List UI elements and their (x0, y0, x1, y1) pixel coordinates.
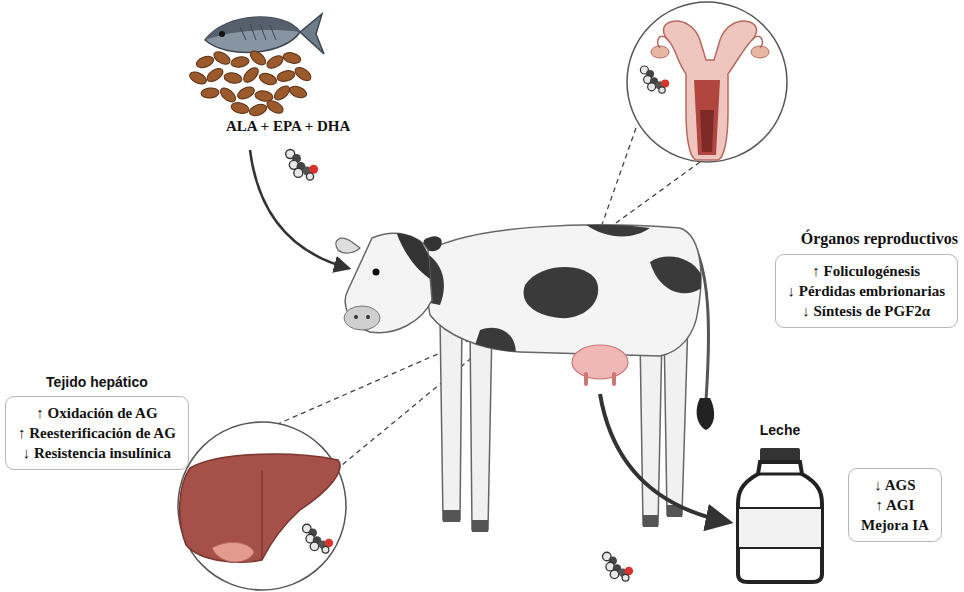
jug-shape (730, 444, 830, 584)
liver-inset (178, 422, 346, 590)
cow (336, 220, 714, 532)
box-line: ↓ Pérdidas embrionarias (788, 281, 946, 301)
milk-box: ↓ AGS↑ AGIMejora IA (848, 468, 942, 542)
liver-box: Tejido hepático ↑ Oxidación de AG↑ Reeste… (5, 374, 189, 470)
text-box: ↓ AGS↑ AGIMejora IA (848, 468, 942, 542)
box-heading: Leche (730, 422, 830, 438)
text-box: ↑ Oxidación de AG↑ Reesterificación de A… (5, 396, 189, 470)
nutrient-label: ALA + EPA + DHA (226, 118, 350, 135)
jug-holder (730, 444, 830, 588)
box-line: ↓ AGS (861, 475, 929, 495)
fish-and-seeds (188, 14, 324, 118)
milk-jug: Leche (730, 422, 830, 588)
box-line: ↑ Foliculogénesis (788, 261, 946, 281)
box-line: ↑ Reesterificación de AG (18, 423, 176, 443)
intake-arrow (250, 150, 348, 268)
box-line: ↑ Oxidación de AG (18, 403, 176, 423)
box-line: Mejora IA (861, 515, 929, 535)
reproductive-box: Órganos reproductivos↑ Foliculogénesis↓ … (775, 230, 959, 328)
box-heading: Tejido hepático (5, 374, 189, 390)
text-box: ↑ Foliculogénesis↓ Pérdidas embrionarias… (775, 254, 959, 328)
molecule-icon (286, 150, 318, 181)
milk-arrow (600, 394, 728, 522)
uterus-inset (627, 2, 787, 162)
box-line: ↑ AGI (861, 495, 929, 515)
molecule-icon (603, 552, 634, 581)
box-line: ↓ Resistencia insulínica (18, 443, 176, 463)
box-heading: Órganos reproductivos (775, 230, 959, 248)
box-line: ↓ Síntesis de PGF2α (788, 301, 946, 321)
